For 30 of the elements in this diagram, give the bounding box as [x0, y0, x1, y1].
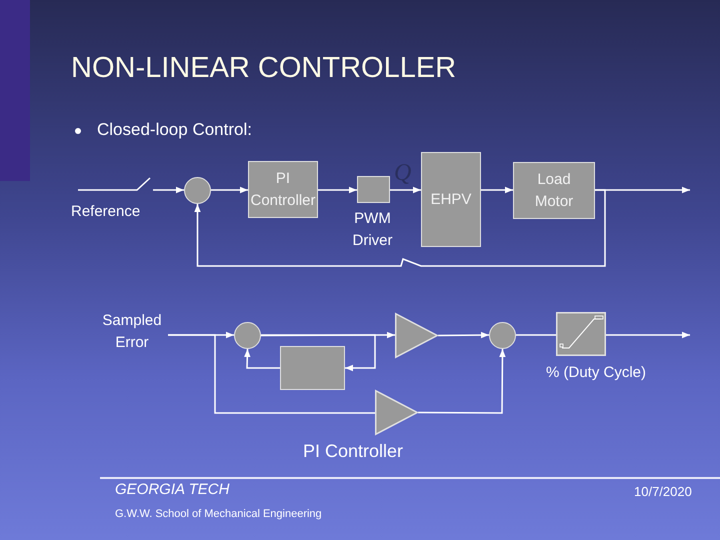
signal-arrow [390, 186, 421, 194]
integrator-block [280, 346, 345, 390]
signal-arrow [438, 332, 489, 338]
summing-junction [234, 322, 261, 349]
summing-junction [489, 322, 516, 349]
block-label: PWM Driver [352, 209, 394, 251]
text-label: Closed-loop Control: [97, 120, 252, 140]
signal-arrow [77, 177, 185, 194]
signal-arrow [481, 186, 513, 194]
process-block: PI Controller [248, 161, 318, 218]
gain-triangle [395, 313, 438, 358]
process-block: Load Motor [513, 162, 595, 219]
signal-arrow [211, 186, 248, 194]
block-label: % (Duty Cycle) [544, 363, 647, 383]
text-label: GEORGIA TECH [115, 481, 230, 498]
slide-title: NON-LINEAR CONTROLLER [71, 52, 456, 85]
text-label: PI Controller [303, 441, 404, 462]
text-label: G.W.W. School of Mechanical Engineering [115, 508, 322, 520]
signal-arrow [318, 186, 357, 194]
text-label: 10/7/2020 [634, 484, 692, 499]
signal-label: Sampled Error [96, 310, 168, 354]
signal-arrow [194, 189, 606, 267]
text-label: Reference [71, 203, 140, 220]
signal-arrow [261, 334, 376, 372]
summing-junction [184, 177, 211, 204]
signal-arrow [244, 348, 280, 369]
gain-triangle [375, 390, 418, 435]
signal-arrow [606, 332, 690, 338]
process-block: EHPV [421, 152, 481, 247]
signal-arrow [418, 349, 506, 414]
